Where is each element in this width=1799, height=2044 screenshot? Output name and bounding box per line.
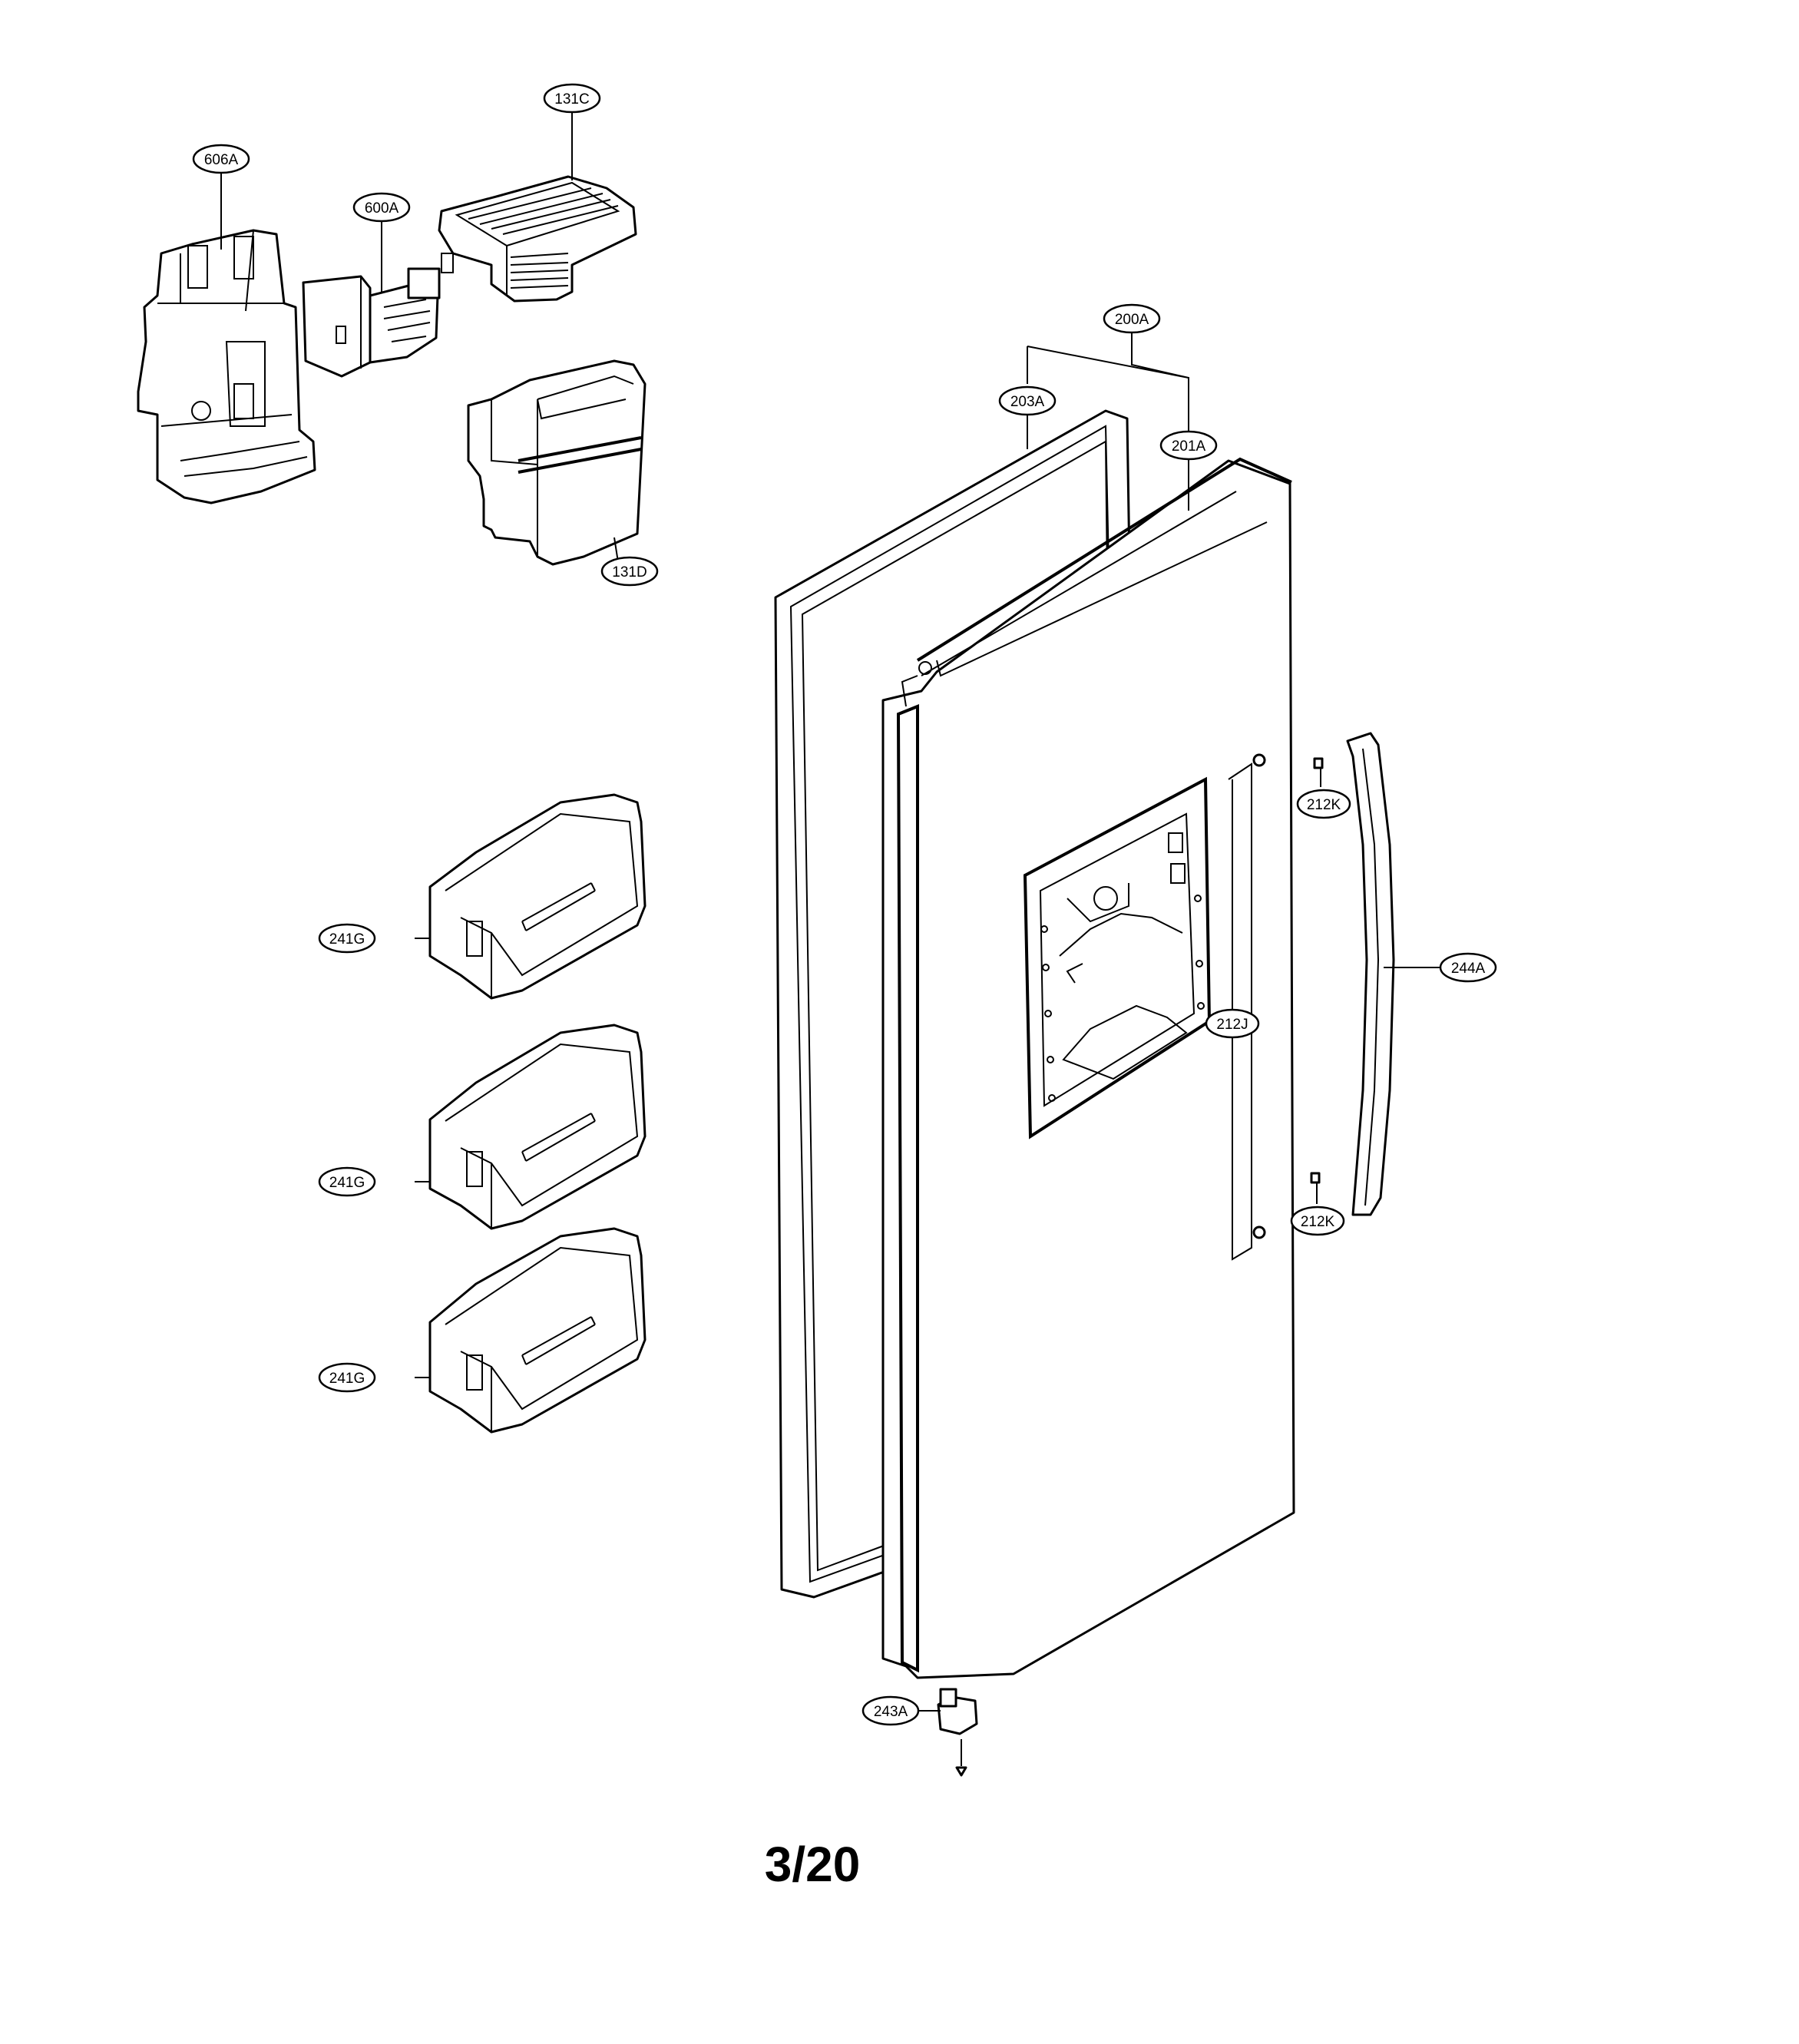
part-606a-bracket — [137, 229, 316, 504]
svg-text:212K: 212K — [1307, 797, 1341, 813]
svg-text:201A: 201A — [1172, 438, 1206, 455]
svg-text:131D: 131D — [612, 564, 647, 580]
callout-212k-bottom: 212K — [1290, 1206, 1345, 1236]
svg-text:241G: 241G — [329, 931, 365, 948]
part-241g-bin-3 — [428, 1227, 647, 1434]
leader-lines — [220, 111, 1440, 1712]
svg-text:200A: 200A — [1115, 312, 1149, 328]
callout-201a: 201A — [1159, 430, 1218, 461]
svg-text:241G: 241G — [329, 1175, 365, 1191]
svg-text:203A: 203A — [1010, 394, 1045, 410]
part-241g-bin-2 — [428, 1024, 647, 1230]
callout-212k-top: 212K — [1296, 789, 1351, 819]
part-243a-hinge — [937, 1688, 978, 1777]
svg-text:243A: 243A — [874, 1704, 908, 1720]
callout-243a: 243A — [861, 1695, 920, 1726]
svg-text:241G: 241G — [329, 1371, 365, 1387]
svg-text:131C: 131C — [554, 91, 589, 107]
callout-600a: 600A — [352, 192, 411, 223]
part-244a-handle — [1346, 732, 1395, 1216]
svg-text:600A: 600A — [365, 200, 399, 217]
callout-131d: 131D — [600, 556, 659, 587]
svg-text:212K: 212K — [1301, 1214, 1335, 1230]
callout-131c: 131C — [543, 83, 601, 114]
callout-241g-2: 241G — [318, 1166, 376, 1197]
part-212j-screws — [1228, 753, 1324, 1261]
page-number: 3/20 — [765, 1837, 861, 1892]
callout-212j: 212J — [1205, 1008, 1260, 1039]
svg-text:212J: 212J — [1216, 1017, 1248, 1033]
svg-text:606A: 606A — [204, 152, 239, 168]
part-600a-icemaker — [302, 267, 441, 378]
svg-text:244A: 244A — [1451, 961, 1486, 977]
part-241g-bin-1 — [428, 793, 647, 1000]
callout-241g-3: 241G — [318, 1362, 376, 1393]
part-201a-door — [881, 457, 1295, 1679]
callout-606a: 606A — [192, 144, 250, 174]
part-131d-bin — [467, 359, 647, 566]
callout-203a: 203A — [998, 385, 1057, 416]
callout-241g-1: 241G — [318, 923, 376, 954]
callout-200a: 200A — [1103, 303, 1161, 334]
callout-244a: 244A — [1439, 952, 1497, 983]
part-131c-cover — [438, 175, 637, 303]
